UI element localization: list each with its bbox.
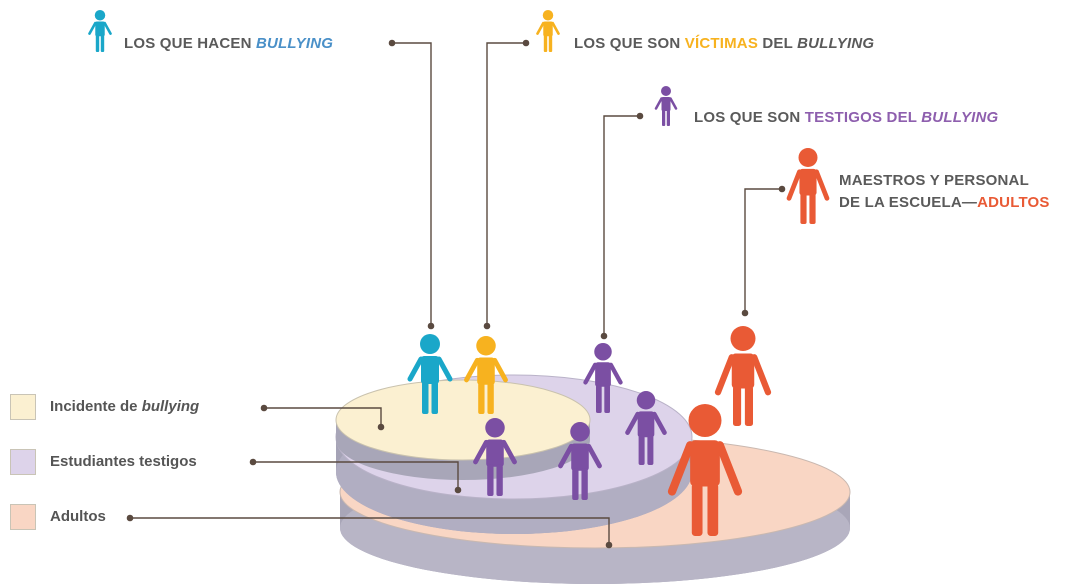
figures-group — [88, 10, 830, 536]
legend-label-incident: Incidente de bullying — [50, 398, 199, 415]
victims-label: LOS QUE SON VÍCTIMAS DEL BULLYING — [574, 35, 874, 52]
bullies-label: LOS QUE HACEN BULLYING — [124, 35, 333, 52]
witness-figure-4 — [558, 422, 602, 500]
legend-swatch-witnesses — [10, 449, 36, 475]
adult-figure-1 — [714, 326, 772, 426]
bullies-label-text: LOS QUE HACEN — [124, 35, 256, 52]
incident-layer — [335, 379, 591, 480]
bully-figure — [407, 334, 453, 414]
adults-callout-icon — [786, 148, 830, 224]
legend-label-incident-text: Incidente de — [50, 398, 142, 415]
legend-swatch-incident — [10, 394, 36, 420]
legend-label-witnesses: Estudiantes testigos — [50, 453, 197, 470]
witnesses-label: LOS QUE SON TESTIGOS DEL BULLYING — [694, 109, 998, 126]
victim-figure — [464, 336, 508, 414]
leader-lines — [126, 39, 786, 549]
adults-label-line2: DE LA ESCUELA—ADULTOS — [839, 192, 1050, 214]
witnesses-label-text: LOS QUE SON — [694, 109, 805, 126]
legend-label-incident-em: bullying — [141, 398, 200, 415]
witnesses-label-suffix: BULLYING — [921, 109, 999, 126]
victims-label-highlight: VÍCTIMAS — [684, 35, 759, 52]
bullies-label-highlight: BULLYING — [255, 35, 334, 52]
adults-label-line1: MAESTROS Y PERSONAL — [839, 172, 1029, 189]
legend-label-adults-text: Adultos — [50, 508, 106, 525]
witnesses-callout-icon — [654, 86, 678, 126]
adults-label-line2-text: DE LA ESCUELA— — [839, 194, 978, 211]
witness-figure-1 — [583, 343, 623, 413]
victims-callout-icon — [536, 10, 560, 52]
legend-label-witnesses-text: Estudiantes testigos — [50, 453, 197, 470]
legend-swatch-adults — [10, 504, 36, 530]
witness-figure-2 — [625, 391, 667, 465]
adults-label: MAESTROS Y PERSONAL DE LA ESCUELA—ADULTO… — [839, 170, 1050, 214]
adult-figure-2 — [667, 404, 743, 536]
legend-label-adults: Adultos — [50, 508, 106, 525]
victims-label-text: LOS QUE SON — [574, 35, 685, 52]
victims-label-mid: DEL — [758, 35, 798, 52]
adults-label-highlight: ADULTOS — [977, 194, 1050, 211]
victims-label-suffix: BULLYING — [797, 35, 875, 52]
bullies-callout-icon — [88, 10, 112, 52]
witnesses-label-highlight: TESTIGOS DEL — [804, 109, 922, 126]
witness-figure-3 — [473, 418, 517, 496]
